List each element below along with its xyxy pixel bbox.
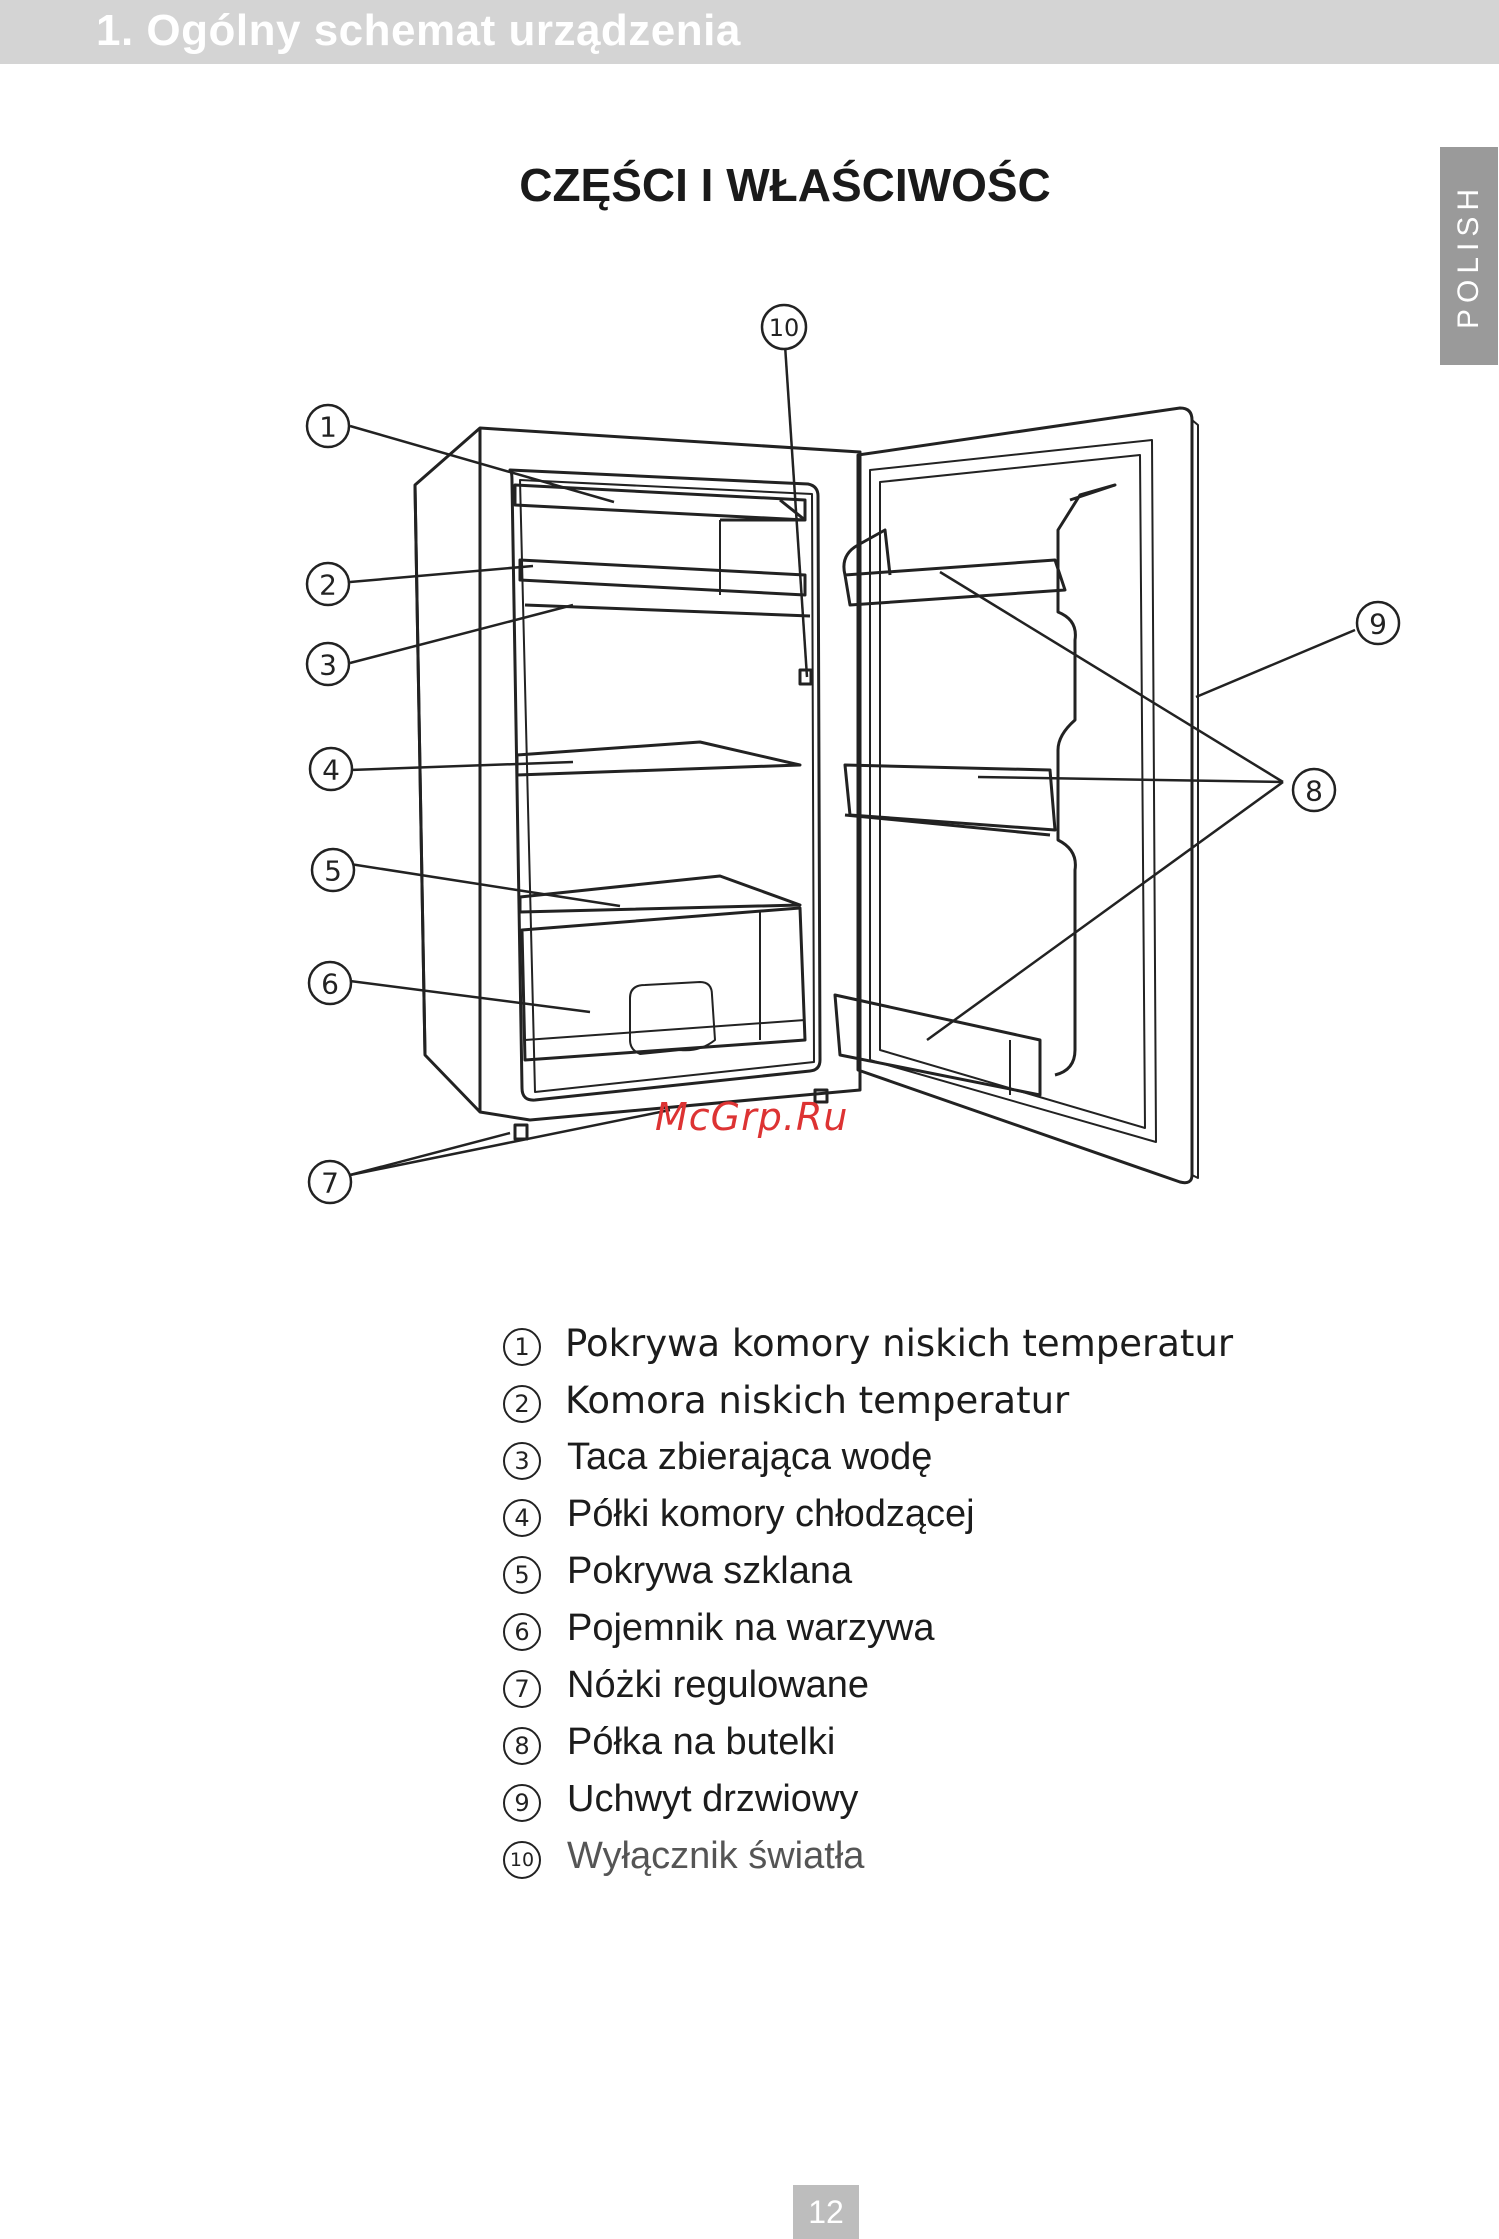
legend-text: Półki komory chłodzącej — [567, 1493, 975, 1535]
legend-item: 3 Taca zbierająca wodę — [503, 1432, 1403, 1489]
parts-legend: 1 Pokrywa komory niskich temperatur 2 Ko… — [503, 1318, 1403, 1888]
legend-number: 8 — [503, 1727, 541, 1765]
callout-10 — [760, 303, 808, 351]
callout-4-label: 4 — [322, 754, 340, 787]
watermark: McGrp.Ru — [655, 1095, 849, 1139]
callout-2 — [305, 561, 351, 607]
callout-9-label: 9 — [1369, 608, 1387, 641]
callout-1-label: 1 — [319, 411, 337, 444]
legend-text: Wyłącznik światła — [567, 1835, 865, 1877]
callout-7 — [307, 1159, 353, 1205]
callout-2-label: 2 — [319, 569, 337, 602]
section-title: CZĘŚCI I WŁAŚCIWOŚC — [519, 159, 1051, 211]
legend-text: Uchwyt drzwiowy — [567, 1778, 859, 1820]
legend-text: Pojemnik na warzywa — [567, 1607, 935, 1649]
legend-text: Pokrywa komory niskich temperatur — [565, 1322, 1234, 1365]
legend-item: 5 Pokrywa szklana — [503, 1546, 1403, 1603]
callout-3 — [305, 641, 351, 687]
legend-item: 10 Wyłącznik światła — [503, 1831, 1403, 1888]
callout-4 — [308, 746, 354, 792]
legend-item: 2 Komora niskich temperatur — [503, 1375, 1403, 1432]
page-header-title: 1. Ogólny schemat urządzenia — [96, 6, 741, 55]
legend-text: Półka na butelki — [567, 1721, 836, 1763]
legend-item: 1 Pokrywa komory niskich temperatur — [503, 1318, 1403, 1375]
legend-text: Nóżki regulowane — [567, 1664, 870, 1706]
legend-number: 10 — [503, 1841, 541, 1879]
callout-6-label: 6 — [321, 968, 339, 1001]
legend-number: 6 — [503, 1613, 541, 1651]
legend-number: 2 — [503, 1385, 541, 1423]
callout-10-label: 10 — [769, 314, 800, 342]
legend-number: 9 — [503, 1784, 541, 1822]
callout-6 — [307, 960, 353, 1006]
legend-text: Taca zbierająca wodę — [567, 1436, 933, 1478]
page-number: 12 — [793, 2185, 859, 2239]
legend-item: 8 Półka na butelki — [503, 1717, 1403, 1774]
language-tab: POLISH — [1440, 147, 1498, 365]
legend-item: 7 Nóżki regulowane — [503, 1660, 1403, 1717]
legend-text: Pokrywa szklana — [567, 1550, 853, 1592]
legend-number: 1 — [503, 1328, 541, 1366]
callout-1 — [305, 403, 351, 449]
legend-text: Komora niskich temperatur — [565, 1379, 1070, 1422]
legend-number: 4 — [503, 1499, 541, 1537]
header-bar: 1. Ogólny schemat urządzenia — [0, 0, 1499, 64]
callout-9 — [1355, 600, 1401, 646]
callout-8 — [1291, 767, 1337, 813]
callout-3-label: 3 — [319, 649, 337, 682]
callout-5 — [310, 847, 356, 893]
legend-number: 3 — [503, 1442, 541, 1480]
legend-item: 9 Uchwyt drzwiowy — [503, 1774, 1403, 1831]
legend-number: 5 — [503, 1556, 541, 1594]
callout-7-label: 7 — [321, 1167, 339, 1200]
callout-5-label: 5 — [324, 855, 342, 888]
callout-8-label: 8 — [1305, 775, 1323, 808]
legend-item: 4 Półki komory chłodzącej — [503, 1489, 1403, 1546]
legend-item: 6 Pojemnik na warzywa — [503, 1603, 1403, 1660]
legend-number: 7 — [503, 1670, 541, 1708]
